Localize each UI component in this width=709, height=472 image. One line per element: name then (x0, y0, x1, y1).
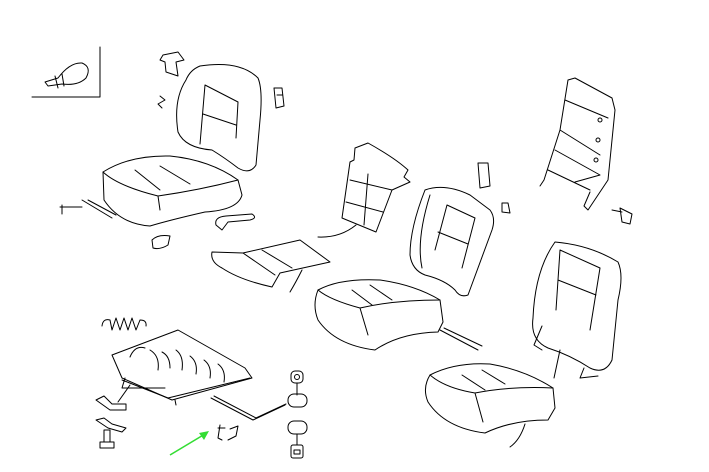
bracket-lower[interactable] (215, 213, 256, 231)
seat-cushion-upper-left[interactable] (102, 155, 243, 227)
knob-top[interactable] (290, 370, 304, 396)
hook-small[interactable] (157, 95, 166, 109)
lever-cap-lower[interactable] (287, 420, 308, 446)
backrest-pad-panel[interactable] (317, 142, 411, 238)
clip-upper[interactable] (477, 162, 491, 189)
seat-pad-panel[interactable] (211, 239, 331, 293)
bolt-right[interactable] (611, 207, 633, 225)
bracket-left-lower[interactable] (95, 417, 127, 433)
seat-back-middle[interactable] (409, 186, 495, 297)
seat-cushion-right[interactable] (424, 363, 556, 448)
seat-back-upper-left[interactable] (176, 64, 262, 172)
clip-tiny[interactable] (501, 202, 511, 214)
seat-back-right[interactable] (532, 241, 622, 379)
seat-frame-pan[interactable] (111, 329, 253, 406)
clip-piece[interactable] (151, 235, 171, 250)
inset-detail-strap-clip[interactable] (31, 46, 101, 98)
hook-wire-part[interactable] (217, 424, 239, 441)
clip-side[interactable] (273, 87, 285, 109)
seat-back-frame[interactable] (539, 77, 616, 211)
lever-cap-upper[interactable] (287, 393, 308, 408)
bolt-left[interactable] (99, 429, 115, 449)
knob-bottom[interactable] (290, 444, 304, 459)
clip-top[interactable] (159, 51, 185, 77)
seat-cushion-middle[interactable] (314, 279, 483, 351)
adjuster-rod[interactable] (210, 395, 287, 421)
bracket-left-upper[interactable] (95, 384, 131, 411)
pointer-arrow-icon (169, 431, 209, 456)
rod-left[interactable] (59, 199, 117, 219)
tension-spring[interactable] (101, 317, 147, 331)
